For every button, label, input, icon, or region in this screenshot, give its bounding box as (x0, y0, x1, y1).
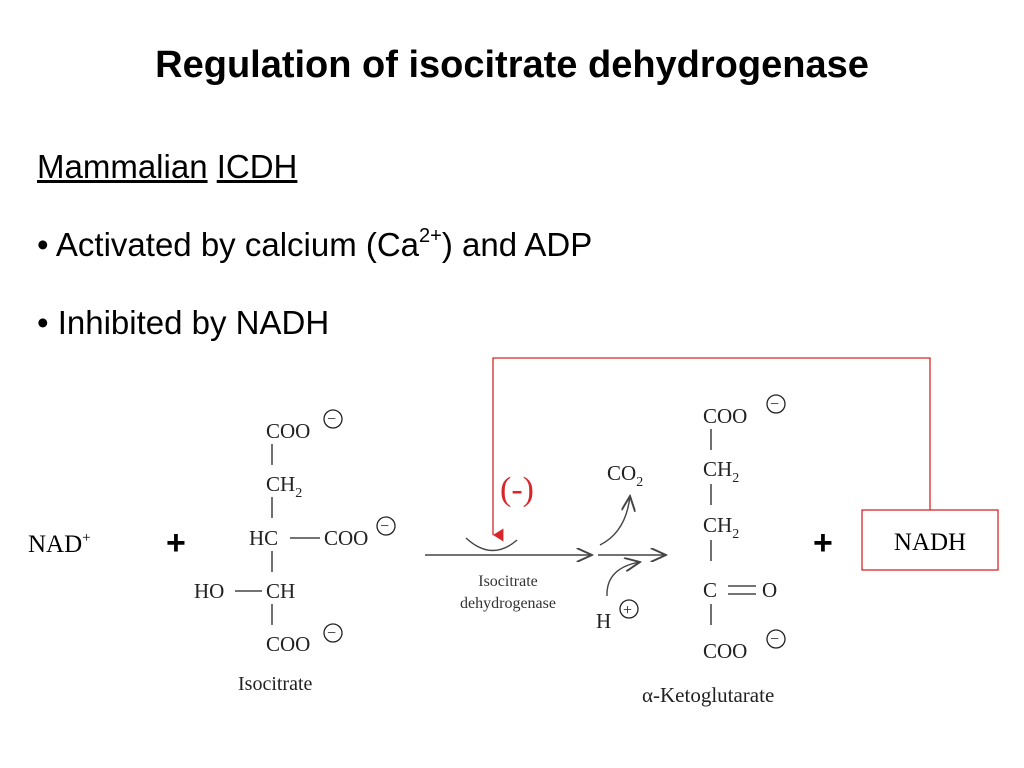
enzyme-arc (465, 537, 518, 552)
inhibition-label: (-) (500, 471, 534, 508)
enzyme-label-line1: Isocitrate (478, 573, 538, 590)
proton-label: H (596, 609, 611, 633)
kg-ch2-1: CH2 (703, 457, 739, 486)
isocitrate-coo-top: COO (266, 419, 310, 443)
bullet-activated-text-end: ) and ADP (441, 226, 593, 263)
enzyme-label-line2: dehydrogenase (460, 595, 556, 612)
isocitrate-coo-side: COO (324, 526, 368, 550)
isocitrate-name: Isocitrate (238, 673, 313, 695)
bullet-inhibited: • Inhibited by NADH (37, 304, 329, 342)
subheading: Mammalian ICDH (37, 148, 297, 186)
svg-text:−: − (380, 518, 389, 535)
negative-charge-icon (323, 623, 343, 643)
calcium-charge: 2+ (419, 225, 442, 247)
proton-uptake-arrow (606, 562, 640, 597)
positive-charge-icon (619, 599, 639, 619)
feedback-inhibition-line (492, 357, 931, 542)
ketoglutarate-name: α-Ketoglutarate (642, 683, 774, 707)
svg-text:−: − (327, 411, 336, 428)
kg-c: C (703, 578, 717, 602)
isocitrate-structure: COO − CH2 HC COO − HO CH COO − Isocitrat… (194, 409, 396, 695)
isocitrate-hc: HC (249, 526, 278, 550)
kg-o: O (762, 578, 777, 602)
kg-coo-top: COO (703, 404, 747, 428)
bullet-marker: • (37, 226, 49, 263)
subheading-mammalian: Mammalian (37, 148, 208, 185)
bullet-inhibited-text: Inhibited by NADH (48, 304, 330, 341)
plus-sign-left: + (166, 524, 186, 562)
negative-charge-icon (766, 629, 786, 649)
isocitrate-ho: HO (194, 579, 224, 603)
isocitrate-ch: CH (266, 579, 295, 603)
negative-charge-icon (766, 394, 786, 414)
svg-text:+: + (623, 602, 632, 619)
co2-release-arrow (599, 496, 630, 546)
plus-sign-right: + (813, 524, 833, 562)
isocitrate-ch2: CH2 (266, 472, 302, 501)
bullet-activated: • Activated by calcium (Ca2+) and ADP (37, 226, 592, 264)
nadh-label: NADH (894, 529, 966, 556)
kg-ch2-2: CH2 (703, 513, 739, 542)
bullet-marker: • (37, 304, 49, 341)
co2-label: CO2 (607, 461, 643, 490)
subheading-icdh: ICDH (216, 148, 298, 185)
nad-plus-label: NAD+ (28, 530, 91, 558)
ketoglutarate-structure: COO − CH2 CH2 C O COO − α-Ketoglutarate (642, 394, 786, 707)
kg-coo-bottom: COO (703, 639, 747, 663)
slide-title: Regulation of isocitrate dehydrogenase (155, 44, 869, 86)
negative-charge-icon (323, 409, 343, 429)
svg-text:−: − (770, 396, 779, 413)
reaction-diagram: (-) NAD+ + COO − CH2 HC COO − HO CH COO … (28, 357, 999, 707)
isocitrate-coo-bottom: COO (266, 632, 310, 656)
bullet-activated-text: Activated by calcium (Ca (48, 226, 420, 263)
svg-text:−: − (327, 625, 336, 642)
nadh-box (861, 509, 999, 571)
svg-text:−: − (770, 631, 779, 648)
negative-charge-icon (376, 516, 396, 536)
